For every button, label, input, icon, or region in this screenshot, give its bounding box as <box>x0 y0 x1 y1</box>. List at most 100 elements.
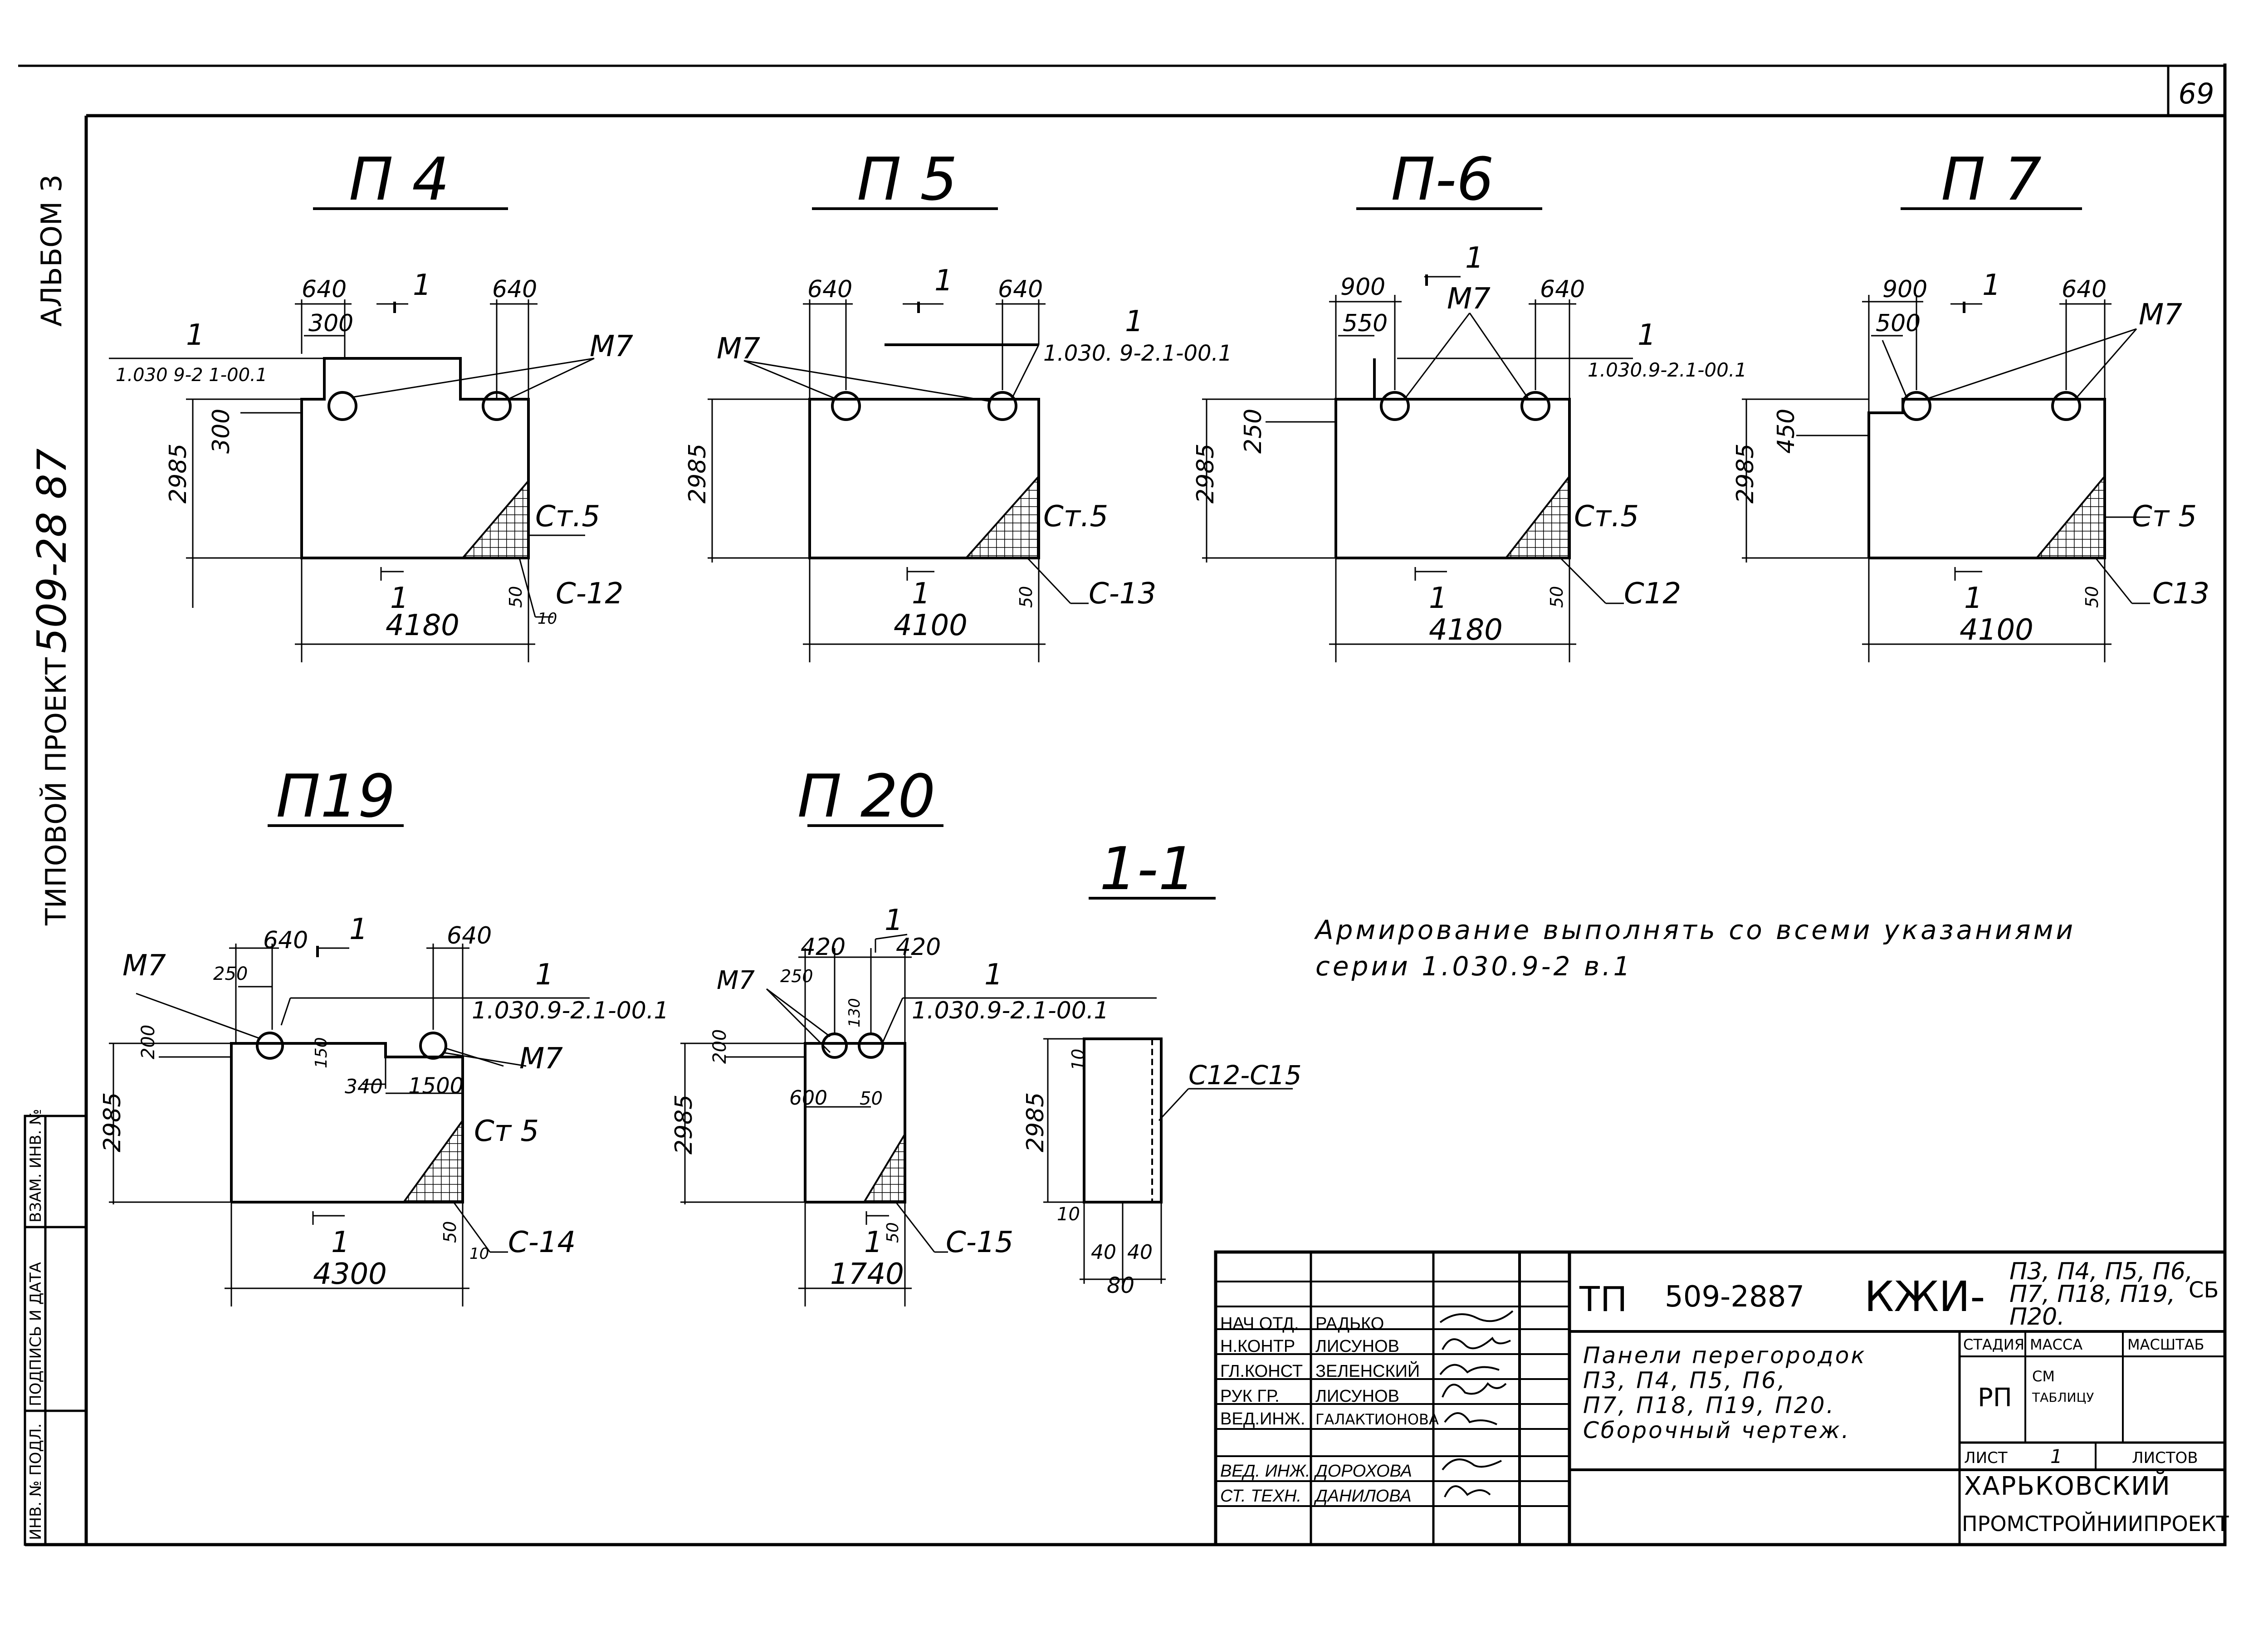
steel-grade: Ст.5 <box>535 500 600 533</box>
net-mark: С-12 <box>556 577 623 611</box>
dim-640-right: 640 <box>492 276 537 303</box>
code-list-1: П3, П4, П5, П6, <box>2009 1258 2193 1285</box>
dim-50: 50 <box>506 586 526 608</box>
project-number: 509-2887 <box>1665 1280 1804 1314</box>
panel-p19: П19 1 640 <box>99 762 669 1306</box>
panel-title: П 20 <box>797 762 936 831</box>
dim-40-right: 40 <box>1127 1241 1153 1264</box>
section-mark-bottom: 1 <box>1964 582 1983 615</box>
dim-50: 50 <box>1547 586 1567 608</box>
rebar-code: 1.030. 9-2.1-00.1 <box>1043 341 1232 366</box>
dim-150: 150 <box>312 1037 331 1068</box>
dim-600: 600 <box>789 1086 827 1110</box>
section-mark: 1 <box>413 269 431 302</box>
dim-450: 450 <box>1773 409 1800 454</box>
dim-10: 10 <box>538 610 557 628</box>
section-mark-bottom: 1 <box>1429 582 1447 615</box>
stamp-inv-podl: ИНВ. № ПОДЛ. <box>27 1424 45 1540</box>
mark-m7-left: М7 <box>122 949 166 983</box>
rebar-code: 1.030.9-2.1-00.1 <box>912 997 1109 1024</box>
panel-p4: П 4 1 640 640 300 1 <box>109 145 633 662</box>
dim-550: 550 <box>1343 310 1388 337</box>
steel-grade: Ст 5 <box>2132 500 2197 533</box>
dim-420-left: 420 <box>801 934 846 961</box>
rebar-code: 1.030.9-2.1-00.1 <box>1588 359 1747 381</box>
section-mark: 1 <box>934 264 953 298</box>
net-mark: С13 <box>2152 577 2209 611</box>
rebar-code: 1.030.9-2.1-00.1 <box>472 997 669 1024</box>
name-4: ГАЛАКТИОНОВА <box>1315 1411 1439 1428</box>
name-0: РАДЬКО <box>1315 1314 1384 1333</box>
name-6: ДАНИЛОВА <box>1314 1487 1412 1506</box>
dim-10-bottom: 10 <box>1057 1204 1080 1225</box>
dim-10: 10 <box>469 1245 489 1263</box>
dim-50: 50 <box>884 1222 902 1243</box>
organization-line-1: ХАРЬКОВСКИЙ <box>1964 1471 2171 1501</box>
dim-420-right: 420 <box>896 934 941 961</box>
role-1: Н.КОНТР <box>1220 1337 1295 1356</box>
width-4300: 4300 <box>313 1257 387 1291</box>
mark-m7-right: М7 <box>519 1042 563 1076</box>
role-0: НАЧ ОТД. <box>1220 1314 1299 1333</box>
dim-50: 50 <box>1016 586 1036 608</box>
name-3: ЛИСУНОВ <box>1315 1387 1399 1406</box>
net-mark: С-14 <box>508 1226 576 1259</box>
tp-label: ТП <box>1579 1278 1627 1319</box>
name-2: ЗЕЛЕНСКИЙ <box>1315 1360 1420 1381</box>
rebar-code-index: 1 <box>1125 305 1144 338</box>
dim-130: 130 <box>846 998 864 1027</box>
dim-640-left: 640 <box>807 276 852 303</box>
dim-900: 900 <box>1882 276 1927 303</box>
section-1-1: 1-1 2985 10 10 С12-С15 40 40 80 <box>1022 834 1302 1298</box>
side-project-number: 509-28 87 <box>29 448 75 653</box>
steel-grade: Ст 5 <box>474 1115 539 1148</box>
width-1740: 1740 <box>830 1257 904 1291</box>
mark-m7: М7 <box>717 966 755 995</box>
dim-300-vertical: 300 <box>208 409 235 454</box>
mark-m7: М7 <box>717 332 760 366</box>
panel-title: П19 <box>276 762 395 831</box>
note-line-1: Армирование выполнять со всеми указаниям… <box>1314 915 2076 945</box>
document-code: КЖИ- <box>1864 1272 1985 1321</box>
title-block-description: Панели перегородок П3, П4, П5, П6, П7, П… <box>1583 1342 1865 1443</box>
panel-p20: П 20 1 420 420 М7 250 130 1 <box>670 762 1157 1306</box>
code-list-2: П7, П18, П19, <box>2009 1281 2175 1308</box>
height-2985: 2985 <box>1732 444 1759 504</box>
section-title: 1-1 <box>1100 834 1196 903</box>
net-mark: С12 <box>1624 577 1681 611</box>
height-2985: 2985 <box>684 444 711 504</box>
title-block-roles: НАЧ ОТД. РАДЬКО Н.КОНТР ЛИСУНОВ ГЛ.КОНСТ… <box>1220 1314 1439 1506</box>
dim-900: 900 <box>1340 274 1385 301</box>
steel-grade: Ст.5 <box>1043 500 1108 533</box>
mark-m7: М7 <box>2139 298 2182 332</box>
mass-value-2: ТАБЛИЦУ <box>2032 1390 2094 1405</box>
dim-640-right: 640 <box>998 276 1043 303</box>
sheets-label: ЛИСТОВ <box>2132 1449 2198 1467</box>
role-2: ГЛ.КОНСТ <box>1220 1362 1303 1381</box>
dim-340: 340 <box>345 1075 383 1098</box>
code-list-3: П20. <box>2009 1303 2065 1331</box>
height-2985: 2985 <box>165 444 192 504</box>
left-stamp-strip <box>24 1115 88 1546</box>
width-4180: 4180 <box>386 609 459 642</box>
section-mark-bottom: 1 <box>864 1226 883 1259</box>
width-4100: 4100 <box>1960 613 2033 647</box>
role-6: СТ. ТЕХН. <box>1220 1487 1301 1506</box>
height-2985: 2985 <box>670 1095 698 1155</box>
net-mark: С-15 <box>946 1226 1013 1259</box>
name-1: ЛИСУНОВ <box>1315 1337 1399 1356</box>
dim-250: 250 <box>213 964 248 984</box>
panel-p6: П-6 1 900 550 М7 640 1 <box>1192 145 1747 662</box>
rebar-code-index: 1 <box>535 958 554 992</box>
dim-640-left: 640 <box>302 276 347 303</box>
dim-50: 50 <box>2082 586 2102 608</box>
section-mark: 1 <box>885 904 903 937</box>
panel-p5: П 5 1 640 640 М7 1 1.030. 9-2.1-00.1 <box>684 145 1232 662</box>
dim-300: 300 <box>308 310 353 337</box>
signatures <box>1439 1310 1514 1497</box>
sheet-label: ЛИСТ <box>1964 1449 2008 1467</box>
net-mark: С12-С15 <box>1188 1060 1302 1091</box>
mass-label: МАССА <box>2030 1336 2082 1353</box>
mark-m7: М7 <box>590 330 633 363</box>
